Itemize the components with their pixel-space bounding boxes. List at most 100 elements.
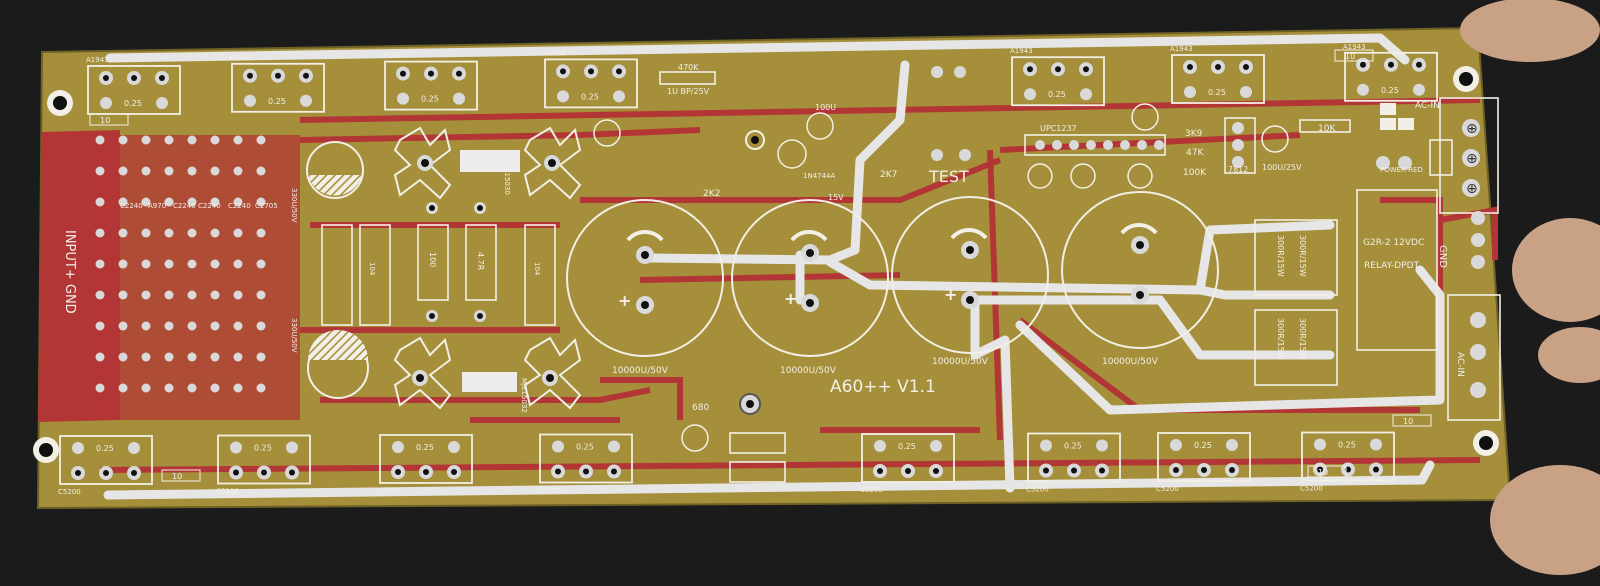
pad	[118, 228, 128, 238]
svg-text:⊕: ⊕	[1466, 121, 1478, 137]
resistor-outline	[89, 113, 129, 126]
transistor-part-label: A1943	[86, 56, 109, 64]
upc-label: UPC1237	[1040, 124, 1077, 133]
transistor-part-label: A1943	[383, 52, 406, 60]
pad	[164, 259, 174, 269]
resistor-value-label: 0.25	[254, 444, 272, 453]
pad	[118, 321, 128, 331]
pad	[95, 259, 105, 269]
pad	[256, 166, 266, 176]
resistor-value-label: 0.25	[416, 443, 434, 452]
resistor-value-label: 0.25	[1048, 90, 1066, 99]
pad	[954, 66, 966, 78]
pad	[118, 166, 128, 176]
resistor-value-label: 0.25	[1064, 442, 1082, 451]
pad	[210, 197, 220, 207]
gnd-label: GND	[1437, 245, 1448, 268]
pad	[1103, 140, 1113, 150]
pad	[233, 321, 243, 331]
mje-top-label: MJE15030	[503, 160, 511, 195]
capacitor-hatch	[308, 330, 368, 360]
pad	[187, 321, 197, 331]
transistor-label: C2240	[173, 202, 196, 210]
pad	[95, 228, 105, 238]
board-name: A60++ V1.1	[830, 377, 936, 397]
pad	[141, 383, 151, 393]
transistor-label: C2240	[120, 202, 143, 210]
pad	[141, 352, 151, 362]
zener-voltage-label: 15V	[828, 193, 844, 202]
transistor-part-label: C5200	[378, 487, 401, 495]
resistor-outline	[1392, 414, 1432, 427]
resistor-value-label: 0.25	[268, 97, 286, 106]
pad	[141, 197, 151, 207]
resistor-value-label: 0.25	[576, 443, 594, 452]
transistor-label: C2240	[228, 202, 251, 210]
r-2k7-label: 2K7	[880, 170, 897, 180]
cap-104-label: 104	[368, 262, 376, 276]
capacitor-outline	[891, 196, 1049, 354]
resistor-value-label: 0.25	[421, 95, 439, 104]
pad	[233, 383, 243, 393]
pad	[164, 197, 174, 207]
pad	[187, 259, 197, 269]
pad	[164, 321, 174, 331]
pad	[118, 352, 128, 362]
power-led-label: POWER RED	[1380, 166, 1423, 174]
pad	[187, 352, 197, 362]
res-300r-label: 300R/15W	[1298, 235, 1307, 277]
cap-label: 10000U/50V	[780, 366, 837, 376]
small-capacitors	[593, 103, 1289, 452]
pad	[210, 135, 220, 145]
cap-label: 10000U/50V	[1102, 357, 1159, 367]
r-47r-label: 4.7R	[476, 252, 485, 271]
mounting-holes	[33, 66, 1499, 463]
transistor-label: C2240	[198, 202, 221, 210]
pad	[164, 352, 174, 362]
cap-1u-label: 1U BP/25V	[667, 87, 710, 96]
pad	[141, 166, 151, 176]
pad	[95, 135, 105, 145]
pad	[164, 383, 174, 393]
pad	[1086, 140, 1096, 150]
capacitor-outline	[1061, 191, 1219, 349]
pad	[187, 383, 197, 393]
pad	[931, 149, 943, 161]
pad	[187, 290, 197, 300]
svg-text:+: +	[618, 291, 631, 310]
pad	[118, 197, 128, 207]
pad	[141, 290, 151, 300]
pad	[256, 197, 266, 207]
pad	[187, 197, 197, 207]
res-300r-label: 300R/15W	[1298, 318, 1307, 360]
transistor-part-label: A1943	[1343, 43, 1366, 51]
silver-pad-top	[460, 150, 520, 172]
cap-330u-label: 330U/50V	[290, 318, 298, 353]
driver-heatsink-outlines	[393, 126, 582, 410]
resistor-value-label: 0.25	[96, 444, 114, 453]
pad	[1137, 140, 1147, 150]
r-10k-label: 10K	[1318, 124, 1336, 134]
input-label: INPUT+ GND	[62, 230, 77, 314]
pad	[164, 228, 174, 238]
pad	[95, 166, 105, 176]
r-3k9-label: 3K9	[1185, 129, 1203, 139]
transistor-part-label: C5200	[538, 487, 561, 495]
pad	[187, 228, 197, 238]
pad	[256, 135, 266, 145]
svg-text:⊕: ⊕	[1466, 151, 1478, 167]
pad	[141, 228, 151, 238]
transistor-label: A970	[148, 202, 166, 210]
transistor-part-label: C5200	[860, 486, 883, 494]
component-outlines	[321, 71, 1501, 483]
cap-330u-label: 330U/50V	[290, 188, 298, 223]
transistor-part-label: C5200	[1300, 485, 1323, 493]
transistor-part-label: C5200	[1026, 486, 1049, 494]
zener-label: 1N4744A	[803, 172, 836, 180]
